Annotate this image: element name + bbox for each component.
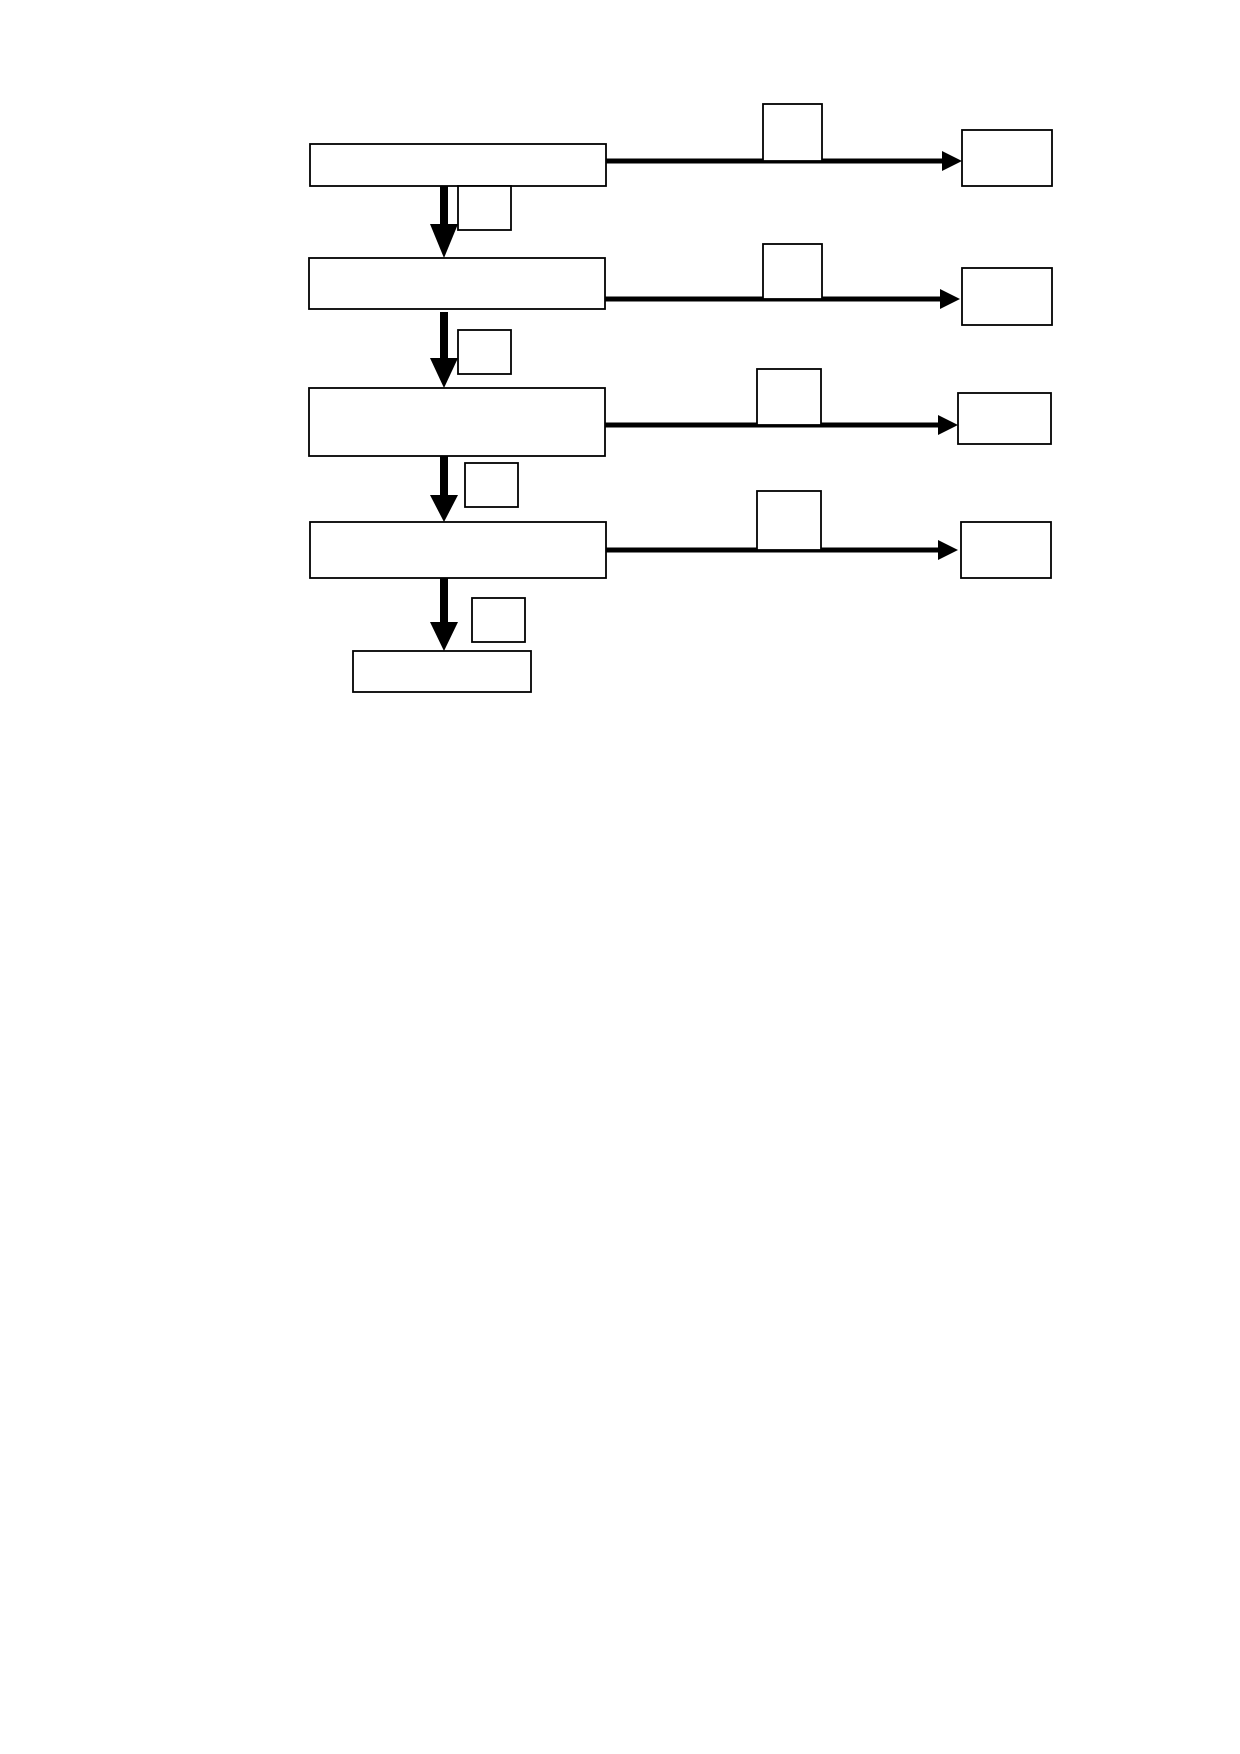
stage-4-box: [309, 521, 607, 579]
stage-3-box: [308, 387, 606, 457]
stage-1: [309, 103, 1053, 258]
stage-2: [308, 243, 1053, 388]
final-box: [352, 650, 532, 693]
stage-3-side-tag-box: [756, 368, 822, 426]
stage-3-side-output-box: [957, 392, 1052, 445]
stage-4-down-arrow: [430, 578, 458, 651]
stage-3-down-arrow: [430, 456, 458, 522]
stage-2-side-tag-box: [762, 243, 823, 300]
stage-3: [308, 368, 1052, 522]
stage-2-down-arrow: [430, 312, 458, 388]
stage-4-side-tag-box: [756, 490, 822, 551]
stage-1-down-tag-box: [457, 185, 512, 231]
stage-1-box: [309, 143, 607, 187]
stage-4: [309, 490, 1052, 651]
stage-2-side-output-box: [961, 267, 1053, 326]
stage-1-down-arrow: [430, 186, 458, 258]
stage-2-box: [308, 257, 606, 310]
stage-3-down-tag-box: [464, 462, 519, 508]
stage-4-side-output-box: [960, 521, 1052, 579]
final-stage: [352, 650, 532, 693]
stage-1-side-tag-box: [762, 103, 823, 162]
stage-4-down-tag-box: [471, 597, 526, 643]
stage-1-side-output-box: [961, 129, 1053, 187]
stage-2-down-tag-box: [457, 329, 512, 375]
